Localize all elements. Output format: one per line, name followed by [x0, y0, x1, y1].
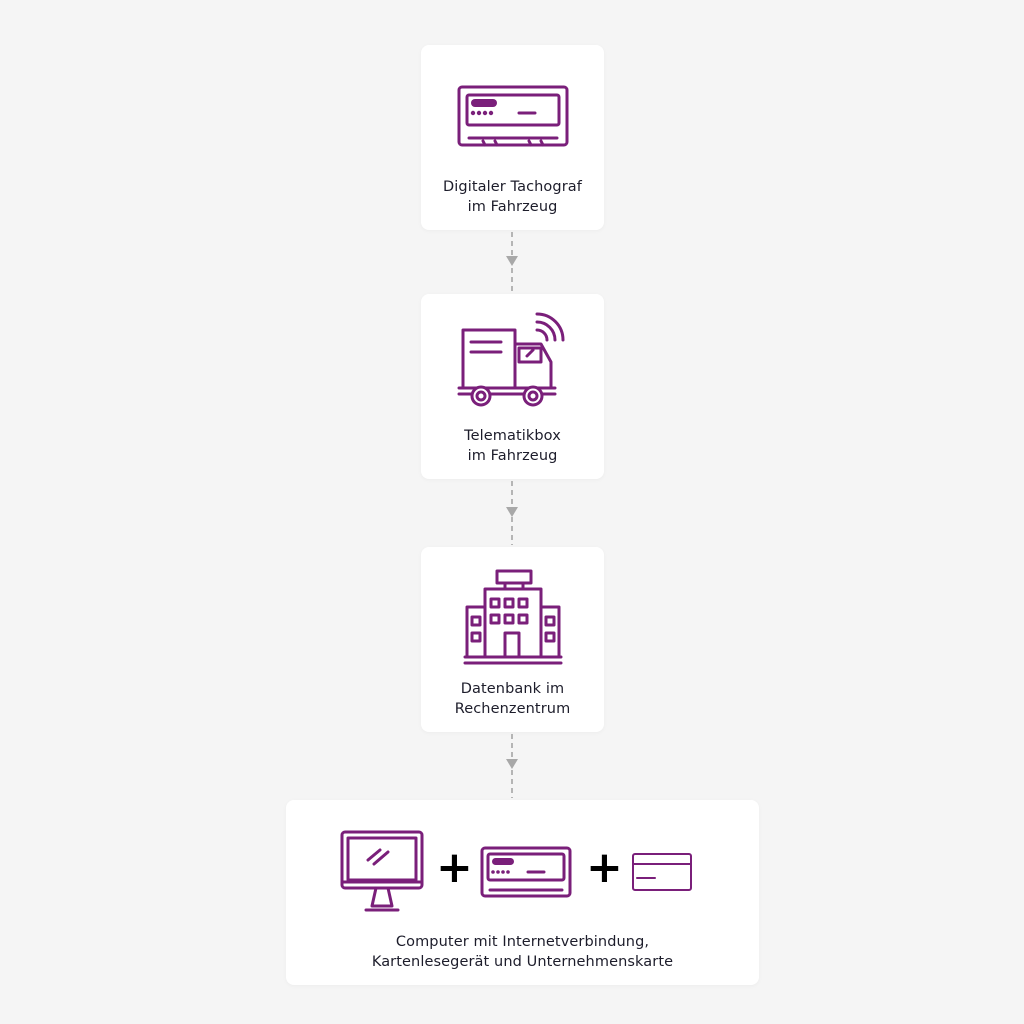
company-card-icon	[632, 853, 692, 891]
tachograph-icon	[457, 85, 569, 147]
step-card-telematics: Telematikbox im Fahrzeug	[421, 294, 604, 479]
computer-monitor-icon	[340, 830, 424, 912]
data-center-building-icon	[463, 569, 563, 665]
plus-sign: +	[436, 842, 473, 893]
step-card-workstation: + + Computer mit Internetverbindung, Kar…	[286, 800, 759, 985]
step-label: Telematikbox im Fahrzeug	[464, 428, 561, 464]
connector-arrow	[506, 734, 518, 798]
step-label: Digitaler Tachograf im Fahrzeug	[443, 179, 582, 215]
step-label: Datenbank im Rechenzentrum	[454, 681, 571, 717]
step-card-database: Datenbank im Rechenzentrum	[421, 547, 604, 732]
connector-arrow	[506, 232, 518, 292]
step-card-tachograph: Digitaler Tachograf im Fahrzeug	[421, 45, 604, 230]
card-reader-icon	[480, 846, 572, 898]
connector-arrow	[506, 481, 518, 545]
step-label: Computer mit Internetverbindung, Kartenl…	[371, 934, 674, 970]
truck-wireless-icon	[457, 312, 565, 407]
plus-sign: +	[586, 842, 623, 893]
